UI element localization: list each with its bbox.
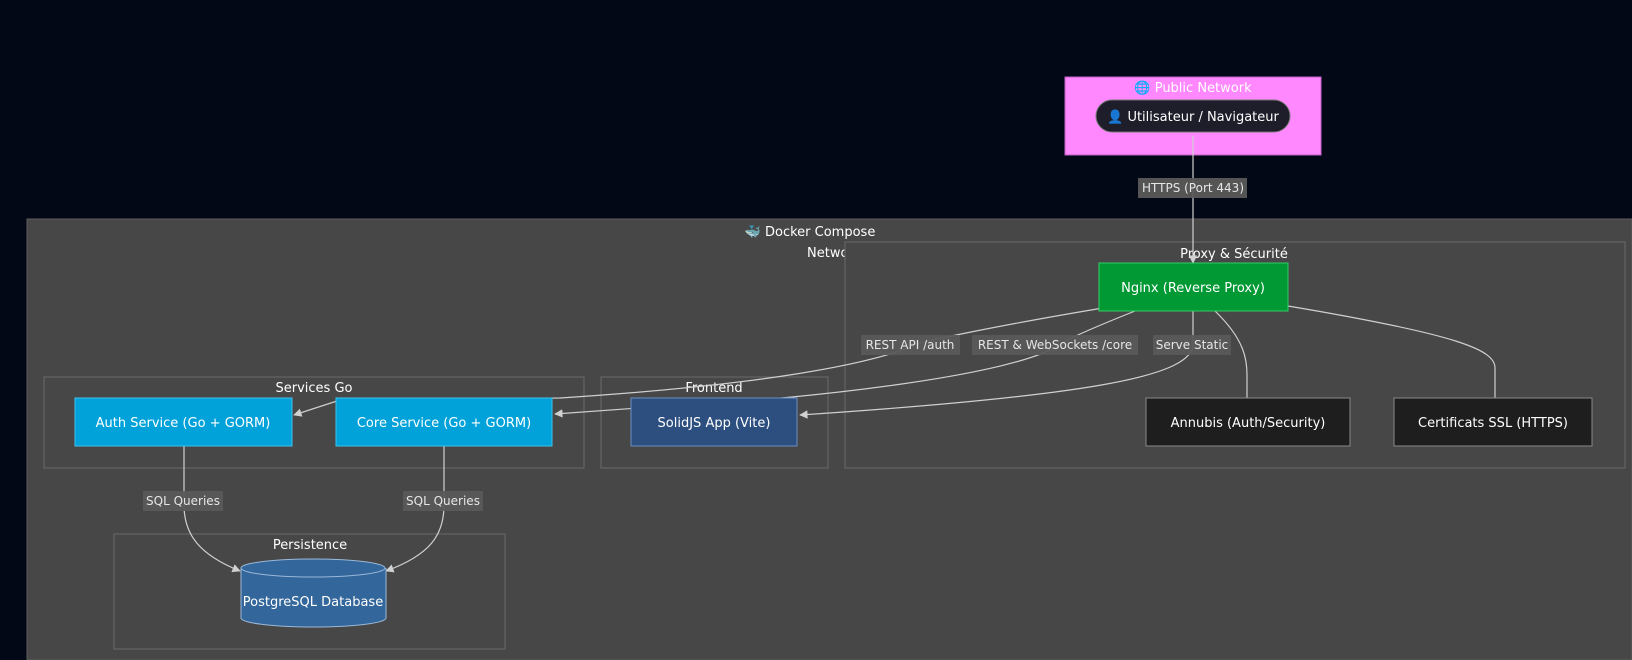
public-network-label: 🌐 Public Network: [1134, 80, 1252, 96]
label-sql-core: SQL Queries: [406, 494, 480, 508]
proxy-security-label: Proxy & Sécurité: [1180, 247, 1288, 262]
core-service-label: Core Service (Go + GORM): [357, 416, 531, 431]
edge-labels: HTTPS (Port 443) REST API /auth REST & W…: [143, 178, 1247, 511]
node-postgres[interactable]: PostgreSQL Database: [240, 558, 387, 628]
certificats-label: Certificats SSL (HTTPS): [1418, 416, 1568, 431]
node-auth-service[interactable]: Auth Service (Go + GORM): [74, 397, 293, 447]
nginx-label: Nginx (Reverse Proxy): [1121, 281, 1265, 296]
docker-compose-label: 🐳 Docker Compose: [745, 224, 876, 240]
label-serve-static: Serve Static: [1156, 338, 1229, 352]
node-solidjs-app[interactable]: SolidJS App (Vite): [630, 397, 798, 447]
edge-nginx-annubis: [1214, 310, 1248, 398]
persistence-label: Persistence: [273, 538, 347, 553]
label-https: HTTPS (Port 443): [1142, 181, 1244, 195]
node-user[interactable]: 👤 Utilisateur / Navigateur: [1095, 99, 1291, 133]
auth-service-label: Auth Service (Go + GORM): [96, 416, 271, 431]
frontend-label: Frontend: [685, 381, 742, 396]
node-certificats[interactable]: Certificats SSL (HTTPS): [1393, 397, 1593, 447]
label-rest-auth: REST API /auth: [866, 338, 955, 352]
network-label: Netwo: [807, 246, 848, 261]
solidjs-app-label: SolidJS App (Vite): [658, 416, 771, 431]
node-annubis[interactable]: Annubis (Auth/Security): [1145, 397, 1351, 447]
label-rest-ws-core: REST & WebSockets /core: [978, 338, 1132, 352]
label-sql-auth: SQL Queries: [146, 494, 220, 508]
user-label: 👤 Utilisateur / Navigateur: [1107, 109, 1279, 125]
services-go-label: Services Go: [276, 381, 353, 396]
edge-nginx-certificats: [1287, 305, 1496, 398]
postgres-label: PostgreSQL Database: [243, 595, 383, 610]
node-nginx[interactable]: Nginx (Reverse Proxy): [1098, 262, 1289, 312]
annubis-label: Annubis (Auth/Security): [1171, 416, 1326, 431]
node-core-service[interactable]: Core Service (Go + GORM): [335, 397, 553, 447]
